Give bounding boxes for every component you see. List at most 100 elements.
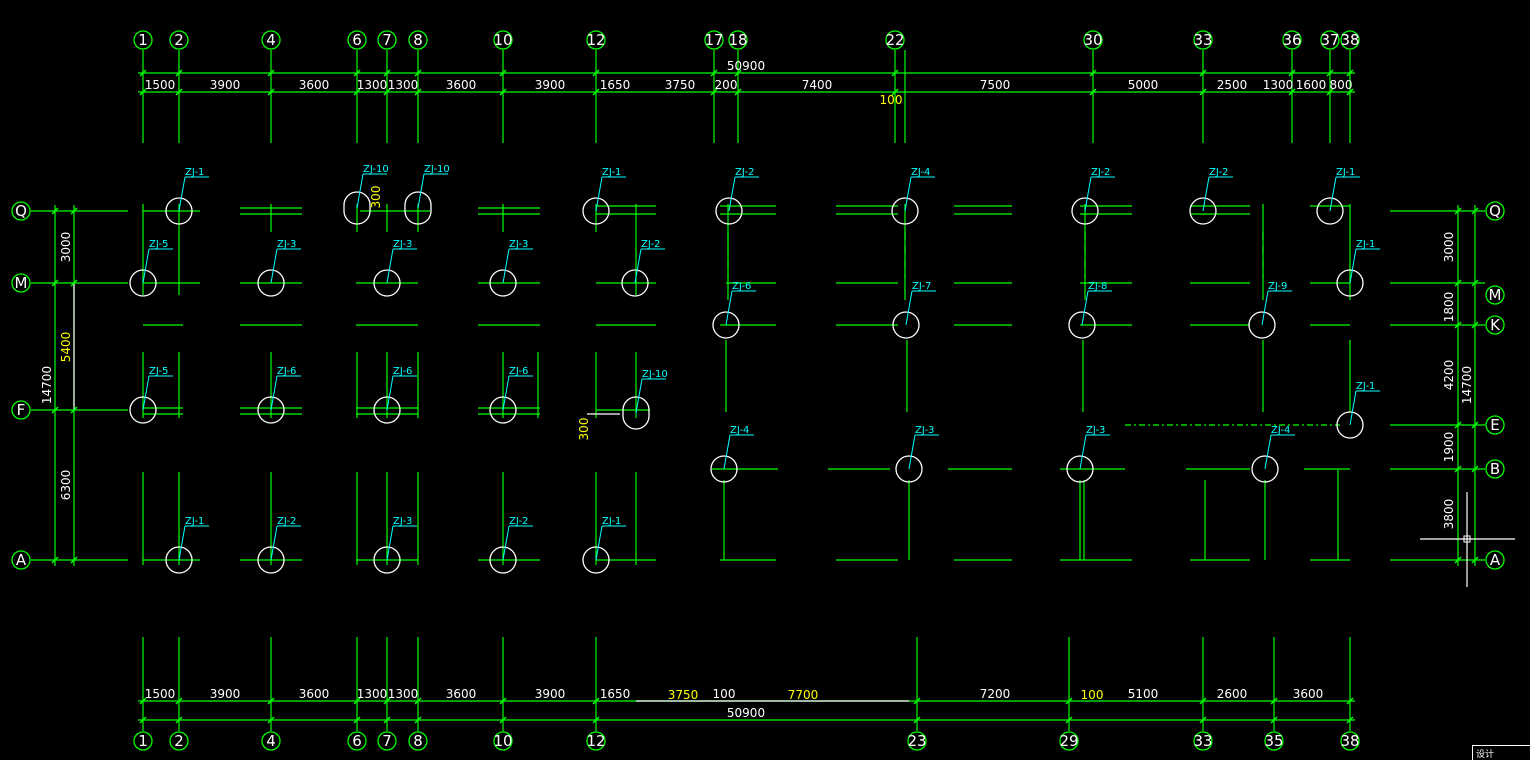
footing-23 [622,396,650,430]
top-axis-bubble-30-label: 30 [1083,31,1102,49]
dim-tick [70,556,78,564]
footing-0-label: ZJ-1 [185,167,204,178]
bottom-axis-bubble-12 [586,731,606,751]
footing-24 [1336,411,1364,439]
dim-tick [353,69,361,77]
footing-17-label: ZJ-8 [1088,281,1107,292]
footing-18-leader [1261,290,1269,326]
top-dim-3: 1300 [357,78,388,92]
top-axis-bubble-2-label: 2 [174,31,184,49]
footing-29 [165,546,193,574]
dim-tick [592,69,600,77]
top-dim-8: 3750 [665,78,696,92]
dim-tick [139,697,147,705]
top-dim-1: 3900 [210,78,241,92]
left-axis-bubble-M [11,273,31,293]
bottom-dim-6: 3900 [535,687,566,701]
top-axis-bubble-10 [493,30,513,50]
footing-30 [257,546,285,574]
footing-31 [373,546,401,574]
footing-17-leader [1081,290,1089,326]
footing-13-label: ZJ-2 [641,239,660,250]
top-dim-0: 1500 [145,78,176,92]
bottom-axis-bubble-8 [408,731,428,751]
footing-27-leader [1079,434,1087,470]
bottom-axis-bubble-35 [1264,731,1284,751]
dim-tick [1346,88,1354,96]
bottom-axis-bubble-10 [493,731,513,751]
bottom-axis-bubble-7 [377,731,397,751]
right-dim-3: 14700 [1460,366,1474,404]
dim-tick [175,88,183,96]
dim-tick [51,207,59,215]
bottom-axis-bubble-12-label: 12 [586,732,605,750]
bottom-axis-bubble-23-label: 23 [907,732,926,750]
dim-tick [1454,207,1462,215]
footing-4-leader [728,176,736,212]
footing-13 [621,269,649,297]
bottom-dim-yellow-2: 100 [1081,688,1104,702]
left-axis-bubble-F [11,400,31,420]
footing-28 [1251,455,1279,483]
bottom-dim-1: 3900 [210,687,241,701]
dim-tick [51,556,59,564]
col-offset-note-0: 300 [369,186,383,209]
dim-tick [414,716,422,724]
footing-18-label: ZJ-9 [1268,281,1287,292]
bottom-dim-yellow-0: 3750 [668,688,699,702]
dim-tick [70,279,78,287]
top-axis-bubble-6 [347,30,367,50]
right-axis-bubble-E [1485,415,1505,435]
dim-tick [592,88,600,96]
top-axis-bubble-4-label: 4 [266,31,276,49]
footing-11 [373,269,401,297]
dim-tick [499,88,507,96]
dim-tick [1471,556,1479,564]
top-axis-bubble-7 [377,30,397,50]
dim-tick [592,716,600,724]
footing-1-leader [356,173,364,209]
footing-21-leader [386,375,394,411]
right-dim-0: 3000 [1442,232,1456,263]
dim-tick [592,697,600,705]
dim-tick [1326,88,1334,96]
bottom-axis-bubble-38-label: 38 [1340,732,1359,750]
footing-20 [257,396,285,424]
right-dim-4: 1900 [1442,432,1456,463]
dim-tick [383,716,391,724]
top-axis-bubble-38-label: 38 [1340,31,1359,49]
top-dim-10: 7400 [802,78,833,92]
footing-15 [712,311,740,339]
footing-3 [582,197,610,225]
left-dim-2: 6300 [59,470,73,501]
top-axis-bubble-12 [586,30,606,50]
top-axis-bubble-17 [704,30,724,50]
right-axis-bubble-Q [1485,201,1505,221]
footing-9 [129,269,157,297]
left-axis-bubble-A [11,550,31,570]
dim-tick [499,716,507,724]
top-dim-5: 3600 [446,78,477,92]
footing-27 [1066,455,1094,483]
top-axis-bubble-18-label: 18 [728,31,747,49]
right-axis-bubble-M [1485,285,1505,305]
bottom-axis-bubble-33-label: 33 [1193,732,1212,750]
top-dim-6: 3900 [535,78,566,92]
dim-tick [1089,88,1097,96]
footing-24-label: ZJ-1 [1356,381,1375,392]
bottom-axis-bubble-10-label: 10 [493,732,512,750]
dim-tick [499,697,507,705]
top-axis-bubble-37 [1320,30,1340,50]
dim-tick [267,88,275,96]
left-axis-bubble-Q-label: Q [15,202,27,220]
footing-13-leader [634,248,642,284]
left-axis-bubble-M-label: M [15,274,28,292]
bottom-axis-bubble-6-label: 6 [352,732,362,750]
footing-26-label: ZJ-3 [915,425,934,436]
right-axis-bubble-A-label: A [1490,551,1501,569]
footing-10-label: ZJ-3 [277,239,296,250]
top-dim-15: 1600 [1296,78,1327,92]
footing-31-label: ZJ-3 [393,516,412,527]
